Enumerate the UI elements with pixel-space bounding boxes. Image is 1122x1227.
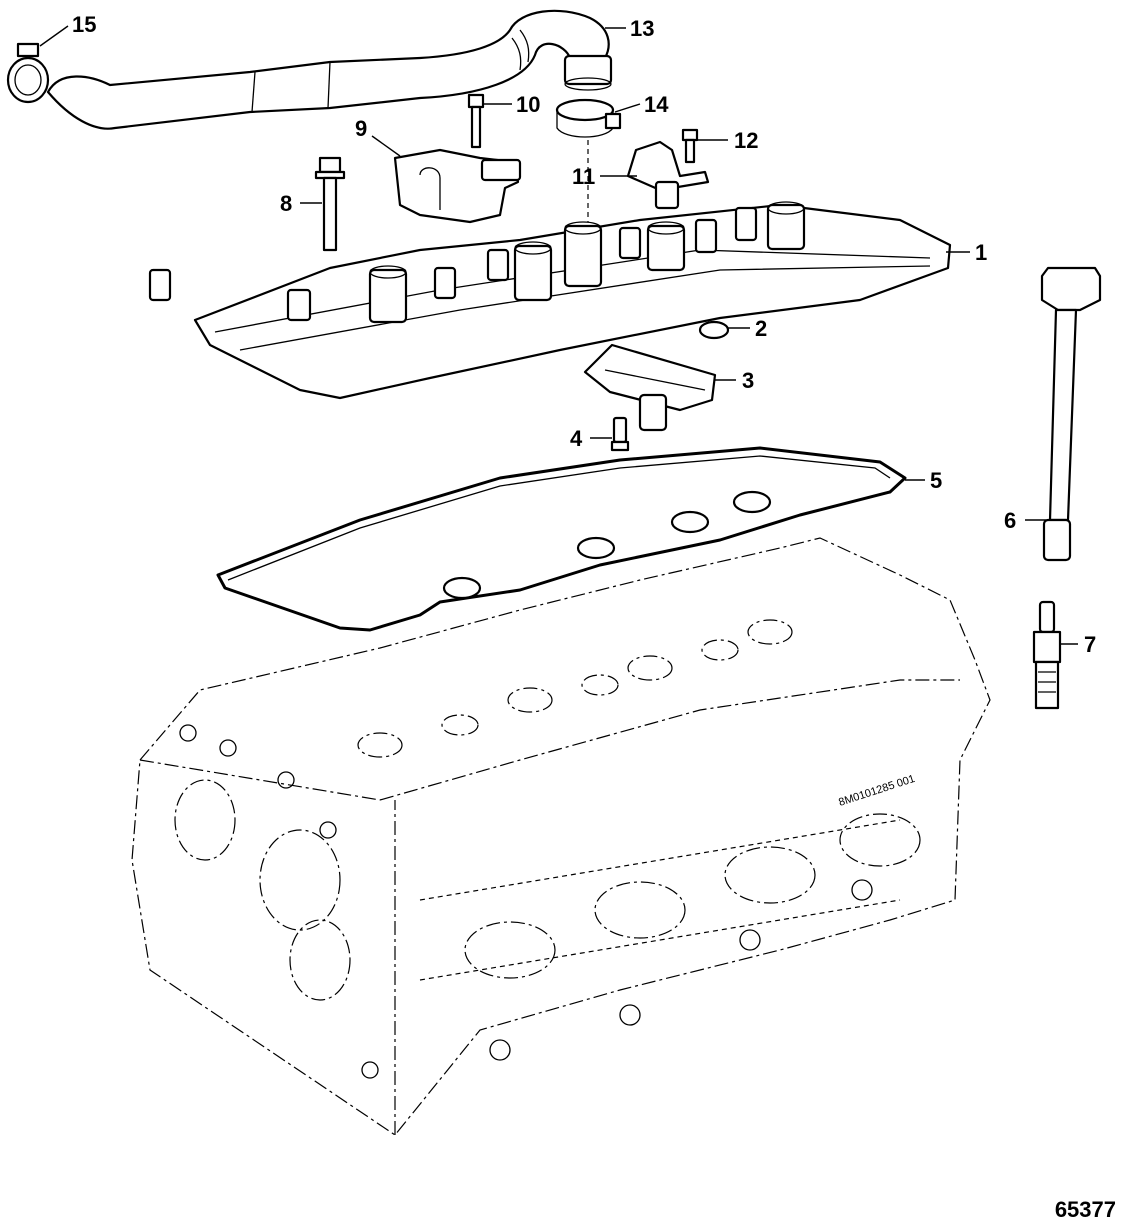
callouts: 15 13 14 10 12 11 9 8 1 2 3 4 5 6 7 (72, 12, 1096, 657)
part-3-baffle (583, 343, 717, 432)
callout-13: 13 (630, 16, 654, 41)
callout-9: 9 (355, 116, 367, 141)
callout-8: 8 (280, 191, 292, 216)
part-12-bolt (681, 128, 699, 164)
part-6-ignition-coil (1040, 266, 1102, 562)
callout-14: 14 (644, 92, 669, 117)
callout-12: 12 (734, 128, 758, 153)
part-8-bolt (314, 156, 346, 252)
callout-15: 15 (72, 12, 96, 37)
leader-lines (39, 25, 1078, 645)
part-9-valve (393, 148, 522, 224)
callout-5: 5 (930, 468, 942, 493)
part-4-bolt (610, 416, 630, 452)
callout-11: 11 (572, 164, 595, 189)
callout-7: 7 (1084, 632, 1096, 657)
part-13-breather-hose (46, 9, 613, 130)
part-1-valve-cover (148, 201, 952, 400)
part-7-spark-plug (1032, 600, 1062, 710)
callout-4: 4 (570, 426, 583, 451)
part-15-hose-clamp (6, 42, 50, 104)
callout-1: 1 (975, 240, 987, 265)
cylinder-head-phantom: 8M0101285 001 (131, 537, 991, 1136)
part-11-sensor (626, 140, 710, 210)
callout-6: 6 (1004, 508, 1016, 533)
callout-10: 10 (516, 92, 540, 117)
figure-number: 65377 (1054, 1197, 1116, 1222)
part-10-bolt (467, 93, 485, 149)
part-5-gasket (216, 446, 907, 632)
part-2-plug (698, 320, 730, 340)
part-14-clamp (555, 98, 622, 138)
head-casting-text: 8M0101285 001 (837, 773, 916, 809)
callout-3: 3 (742, 368, 754, 393)
callout-2: 2 (755, 316, 767, 341)
